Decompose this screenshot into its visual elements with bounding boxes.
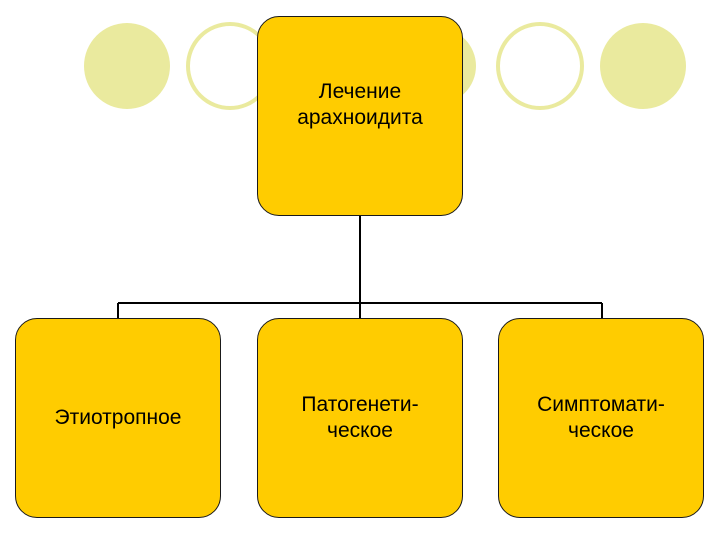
child-node-symptomatic: Симптомати- ческое — [498, 318, 704, 518]
child-node-pathogenetic: Патогенети- ческое — [257, 318, 463, 518]
decor-circle-ring — [496, 22, 584, 110]
decor-circle-filled — [84, 23, 170, 109]
root-node: Лечение арахноидита — [257, 16, 463, 216]
child-node-label: Патогенети- ческое — [301, 393, 419, 442]
child-node-etiotropic: Этиотропное — [15, 318, 221, 518]
child-node-label: Этиотропное — [54, 406, 182, 429]
child-node-label: Симптомати- ческое — [537, 393, 665, 442]
root-node-label: Лечение арахноидита — [297, 80, 423, 129]
decor-circle-filled — [600, 23, 686, 109]
